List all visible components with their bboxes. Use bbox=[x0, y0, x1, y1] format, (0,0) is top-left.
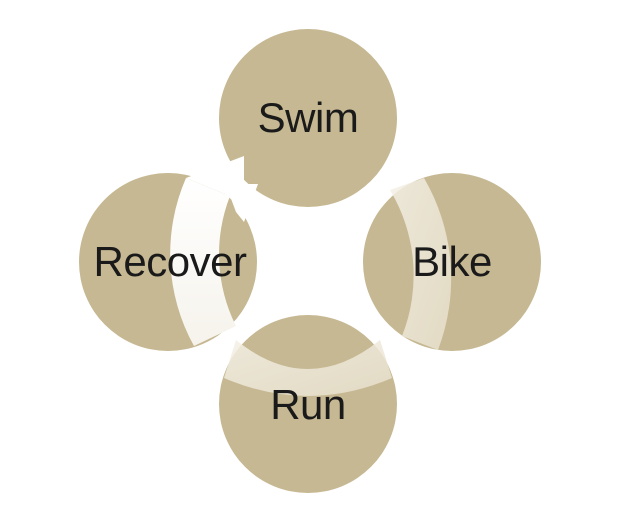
arc-segment-run bbox=[224, 340, 392, 396]
arc-segment-bike bbox=[390, 178, 452, 350]
node-label-recover: Recover bbox=[94, 238, 247, 285]
node-circle-swim bbox=[219, 29, 397, 207]
arrow-head-icon bbox=[186, 156, 258, 222]
arc-segment-recover bbox=[170, 178, 236, 346]
node-label-bike: Bike bbox=[412, 238, 492, 285]
cycle-arc bbox=[170, 156, 452, 396]
node-label-swim: Swim bbox=[258, 94, 359, 141]
node-label-run: Run bbox=[270, 381, 346, 428]
